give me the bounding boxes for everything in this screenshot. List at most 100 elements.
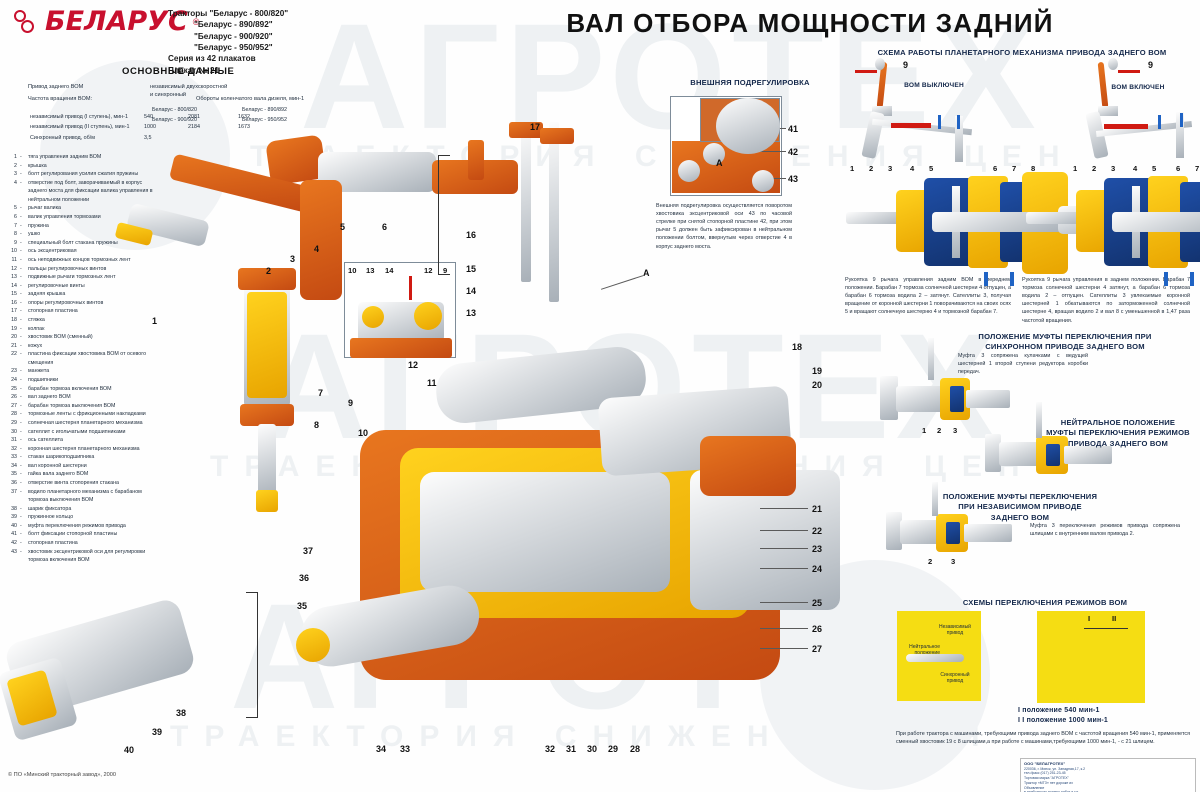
planetary-right-lever-num: 9 xyxy=(1148,60,1154,70)
list-item: 3-болт регулирования усилия сжатия пружи… xyxy=(6,170,156,179)
mode-legend-1: I положение 540 мин-1 xyxy=(1018,707,1100,714)
legend-text: тяга управления задним ВОМ xyxy=(28,154,102,160)
col-header-b2: Беларус - 950/952 xyxy=(242,117,288,124)
row-0-v1: 540 xyxy=(144,114,153,120)
legend-text: опоры регулировочных винтов xyxy=(28,299,104,306)
planetary-left-arrow-dn-icon xyxy=(957,115,960,129)
legend-dash: - xyxy=(20,531,22,538)
ea-art-gear-icon xyxy=(716,98,780,154)
neutral-art-flange xyxy=(985,434,1001,472)
inset-arrow-up-icon xyxy=(409,276,412,300)
page-title: ВАЛ ОТБОРА МОЩНОСТИ ЗАДНИЙ xyxy=(566,8,1054,38)
legend-dash: - xyxy=(20,222,22,229)
list-item: 24-подшипники xyxy=(6,376,156,385)
legend-number: 26 xyxy=(11,394,17,401)
indep-title-l3: ЗАДНЕГО ВОМ xyxy=(990,512,1050,522)
callout-23: 23 xyxy=(812,544,823,554)
mode-label-independent: Независимый привод xyxy=(939,624,971,636)
publisher-line-0: 220036, г. Минск, ул. Западная,17, к.2 xyxy=(1024,766,1086,771)
callout-30: 30 xyxy=(587,744,598,754)
bracket-top xyxy=(438,155,450,275)
row-0-v2: 2081 xyxy=(188,114,200,120)
sync-callout-2: 2 xyxy=(937,426,942,435)
leader-24 xyxy=(760,568,808,569)
legend-text: манжета xyxy=(28,368,50,375)
legend-dash: - xyxy=(20,334,22,341)
mode-lever-art xyxy=(906,654,964,662)
callout-3: 3 xyxy=(290,254,296,264)
legend-text: отверстие под болт, заворачиваемый в кор… xyxy=(28,179,153,203)
plan-right-num-4: 4 xyxy=(1133,164,1138,173)
list-item: 7-пружина xyxy=(6,222,156,231)
callout-2: 2 xyxy=(266,266,272,276)
legend-dash: - xyxy=(20,179,22,186)
legend-number: 32 xyxy=(11,445,17,452)
ea-art-bore-42 xyxy=(703,143,725,165)
list-item: 43-хвостовик эксцентриковой оси для регу… xyxy=(6,548,156,565)
inset-art-drum xyxy=(350,338,452,358)
list-item: 40-муфта переключения режимов привода xyxy=(6,522,156,531)
legend-number: 37 xyxy=(11,488,17,495)
legend-text: отверстие винта стопорения стакана xyxy=(28,479,119,486)
legend-dash: - xyxy=(20,265,22,272)
callout-20: 20 xyxy=(812,380,823,390)
art-pushrod-cap-1 xyxy=(509,122,543,138)
legend-text: ушко xyxy=(28,231,41,238)
legend-dash: - xyxy=(20,316,22,323)
indep-art-ring xyxy=(946,522,960,544)
planetary-right-arrow-dn-icon xyxy=(1158,115,1161,129)
main-data-label-drive: Привод заднего ВОМ xyxy=(28,84,84,90)
legend-number: 8 xyxy=(14,231,17,238)
list-item: 18-стяжка xyxy=(6,316,156,325)
legend-number: 35 xyxy=(11,471,17,478)
legend-dash: - xyxy=(20,368,22,375)
external-adjust-title: ВНЕШНЯЯ ПОДРЕГУЛИРОВКА xyxy=(690,78,810,87)
legend-text: стопорная пластина xyxy=(28,540,78,547)
list-item: 17-стопорная пластина xyxy=(6,307,156,316)
sync-art-flange xyxy=(880,376,898,420)
list-item: 10-ось эксцентриковая xyxy=(6,247,156,256)
legend-text: стакан шарикоподшипника xyxy=(28,454,95,461)
leader-23 xyxy=(760,548,808,549)
art-spring-nut xyxy=(256,490,278,512)
mode-schemes-title: СХЕМЫ ПЕРЕКЛЮЧЕНИЯ РЕЖИМОВ ВОМ xyxy=(962,598,1128,607)
plan-left-num-1: 1 xyxy=(850,164,855,173)
indep-callout-3: 3 xyxy=(951,557,956,566)
plan-right-arrow-a-icon xyxy=(1164,272,1168,286)
art-spring-stem xyxy=(258,424,276,498)
legend-dash: - xyxy=(20,282,22,289)
art-small-post xyxy=(468,140,484,180)
external-callout-43: 43 xyxy=(788,174,799,184)
brand-name: БЕЛАРУС xyxy=(45,6,188,37)
legend-dash: - xyxy=(20,411,22,418)
list-item: 16-опоры регулировочных винтов xyxy=(6,299,156,308)
main-data-value-drive: независимый двухскоростной и синхронный xyxy=(150,83,227,100)
inset-number-14: 14 xyxy=(385,266,394,275)
sync-title-l2: СИНХРОННОМ ПРИВОДЕ ЗАДНЕГО ВОМ xyxy=(985,342,1145,352)
list-item: 31-ось сателлита xyxy=(6,436,156,445)
planetary-left-arrow-2-icon xyxy=(891,123,931,128)
legend-dash: - xyxy=(20,514,22,521)
publisher-line-3: Трактор «МТЗ» нет дороже их xyxy=(1024,780,1073,785)
legend-number: 42 xyxy=(11,540,17,547)
legend-dash: - xyxy=(20,274,22,281)
sync-clutch-text: Муфта 3 сопряжена кулачками с ведущей ше… xyxy=(958,353,1088,376)
legend-dash: - xyxy=(20,548,22,555)
list-item: 38-шарик фиксатора xyxy=(6,505,156,514)
model-line-2: "Беларус - 900/920" xyxy=(194,31,273,41)
legend-number: 31 xyxy=(11,437,17,444)
leader-26 xyxy=(760,628,808,629)
list-item: 29-солнечная шестерня планетарного механ… xyxy=(6,419,156,428)
watermark-text-top: АГРОТЕХ xyxy=(300,0,1042,160)
leader-27 xyxy=(760,648,808,649)
legend-text: ось эксцентриковая xyxy=(28,248,77,255)
list-item: 19-колпак xyxy=(6,325,156,334)
legend-number: 33 xyxy=(11,454,17,461)
legend-number: 13 xyxy=(11,274,17,281)
legend-dash: - xyxy=(20,540,22,547)
plan-left-num-8: 8 xyxy=(1031,164,1036,173)
planetary-left-base xyxy=(872,106,892,116)
model-line-0: Тракторы "Беларус - 800/820" xyxy=(168,9,289,18)
legend-text: стяжка xyxy=(28,316,45,323)
art-pushrod-1 xyxy=(521,122,531,282)
